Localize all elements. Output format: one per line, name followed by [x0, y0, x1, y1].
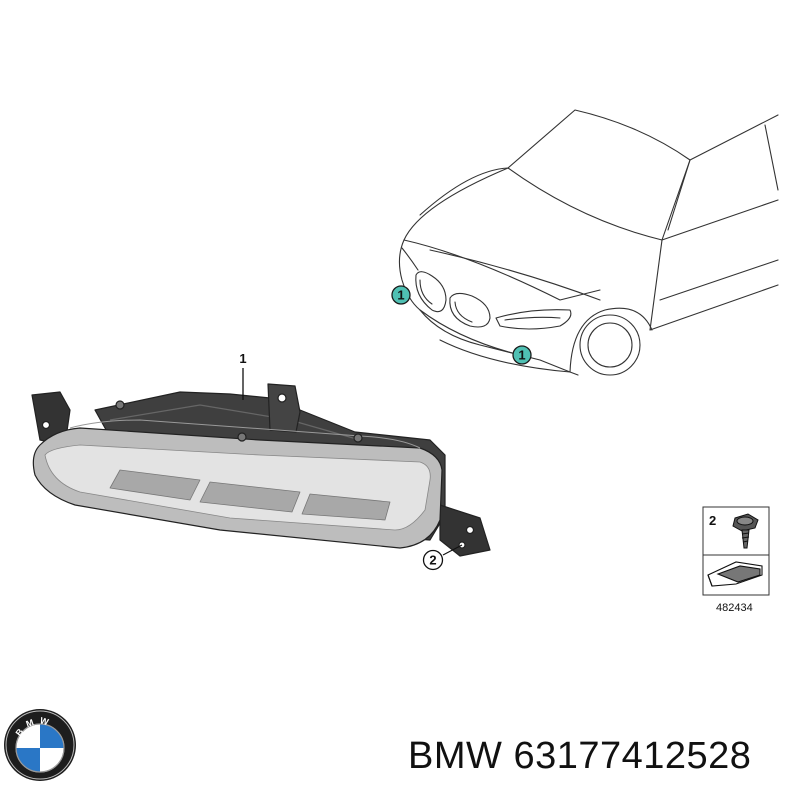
- callout-2-screw: 2: [422, 544, 463, 571]
- svg-text:482434: 482434: [716, 602, 753, 614]
- brand-part-number-label: BMW 63177412528: [408, 735, 751, 778]
- car-callout-right: 1: [512, 345, 532, 365]
- svg-text:1: 1: [518, 348, 525, 363]
- screw-icon: [732, 513, 759, 549]
- part-legend-box: 2 482434: [702, 506, 770, 614]
- bmw-logo: BMW BMW: [4, 709, 76, 781]
- car-front-illustration: [398, 109, 779, 376]
- svg-text:1: 1: [397, 288, 404, 303]
- part-number: 63177412528: [513, 735, 752, 777]
- car-callout-left: 1: [391, 285, 411, 305]
- assembly-direction-icon: [707, 561, 763, 587]
- svg-text:1: 1: [239, 351, 246, 366]
- brand-name: BMW: [408, 735, 503, 777]
- fog-lamp-part: [31, 383, 491, 557]
- svg-text:2: 2: [709, 513, 716, 528]
- callout-1-lamp: 1: [239, 351, 247, 400]
- svg-text:2: 2: [429, 553, 436, 568]
